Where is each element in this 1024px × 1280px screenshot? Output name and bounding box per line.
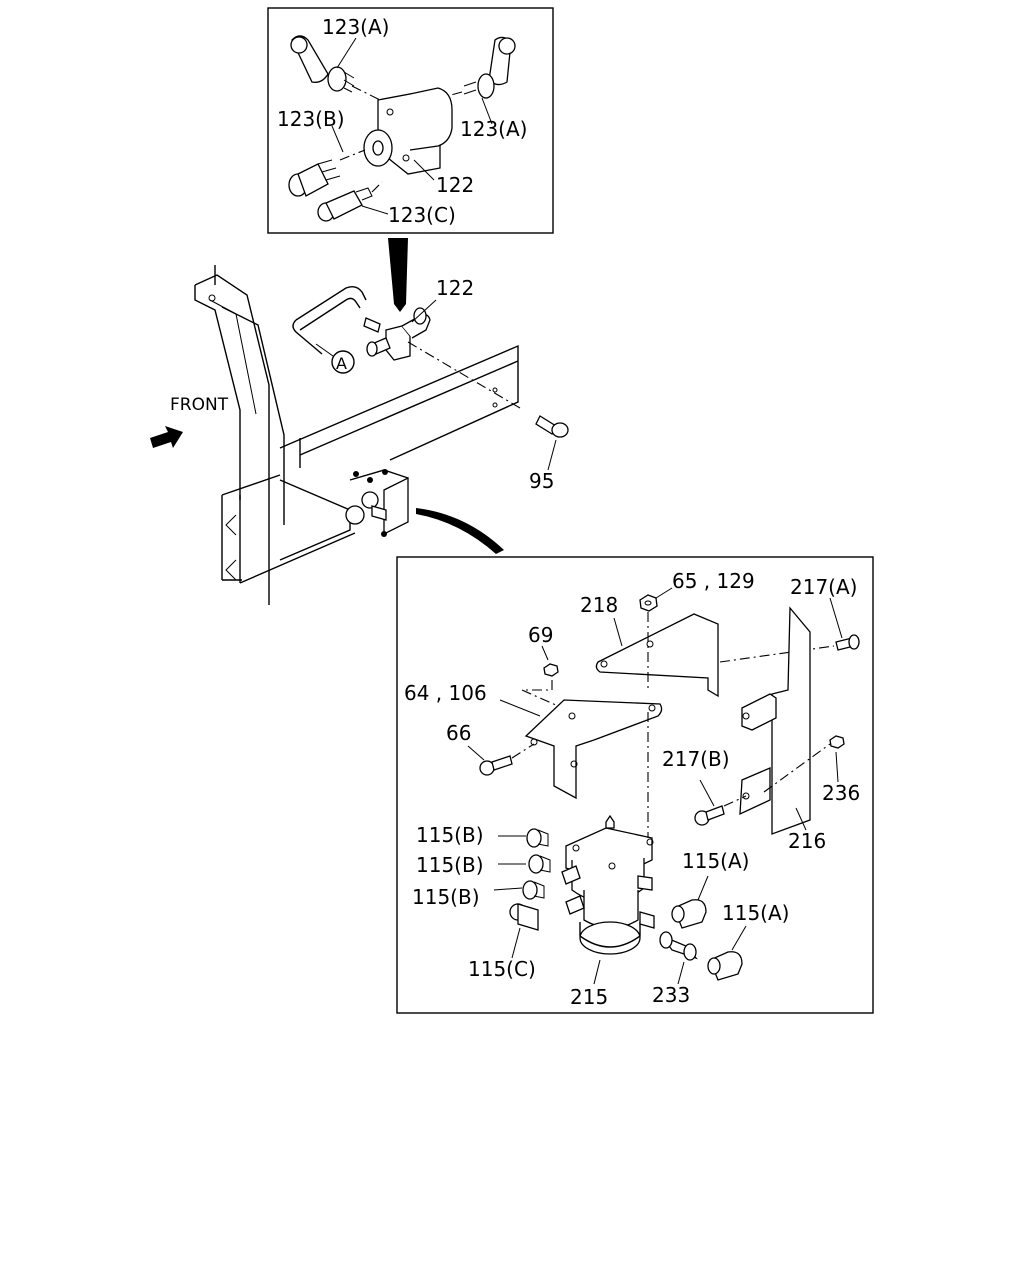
part-115b-fitting-1 (526, 828, 549, 848)
label-115c: 115(C) (468, 957, 536, 981)
label-123b: 123(B) (277, 107, 345, 131)
part-215-valve (561, 814, 655, 955)
label-218: 218 (580, 593, 618, 617)
label-236: 236 (822, 781, 860, 805)
part-115a-fitting-2 (707, 951, 743, 981)
label-65-129: 65 , 129 (672, 569, 755, 593)
label-217a: 217(A) (790, 575, 857, 599)
part-233-fitting (659, 931, 698, 961)
part-69-nut (543, 663, 559, 677)
part-115b-fitting-3 (522, 880, 545, 900)
label-123c: 123(C) (388, 203, 456, 227)
part-217b-bolt (694, 805, 725, 826)
label-69: 69 (528, 623, 553, 647)
part-64-106-bracket (524, 699, 663, 800)
bottom-inset-detail: 65 , 129 217(A) 218 69 64 , 106 66 217(B… (396, 556, 874, 1014)
label-64-106: 64 , 106 (404, 681, 487, 705)
label-122-inset: 122 (436, 173, 474, 197)
label-215: 215 (570, 985, 608, 1009)
part-123a-left (290, 35, 381, 101)
part-95-bolt (535, 415, 569, 438)
label-217b: 217(B) (662, 747, 730, 771)
part-66-bolt (479, 755, 513, 776)
part-65-129-nut (639, 594, 658, 612)
label-216: 216 (788, 829, 826, 853)
label-115a-2: 115(A) (722, 901, 789, 925)
pointer-arrow-top (388, 238, 408, 312)
part-123b-nipple (288, 149, 366, 197)
part-123c-fitting (317, 181, 383, 222)
part-217a-bolt (835, 634, 860, 651)
relay-valve-on-frame (345, 469, 409, 537)
circle-a-letter: A (336, 354, 347, 373)
label-115b-2: 115(B) (416, 853, 484, 877)
part-216-bracket (739, 606, 811, 835)
label-122-main: 122 (436, 276, 474, 300)
top-inset-detail: 123(A) 123(B) 123(A) 122 123(C) (267, 7, 554, 234)
label-123a-right: 123(A) (460, 117, 527, 141)
label-233: 233 (652, 983, 690, 1007)
part-218-bracket (595, 613, 719, 698)
part-115c-fitting (509, 903, 539, 931)
part-123a-right (439, 36, 516, 99)
part-122-on-frame (363, 307, 431, 361)
reference-circle-a: A (315, 343, 355, 374)
front-arrow-icon (150, 426, 183, 448)
main-frame-assembly: A FRONT 122 95 (150, 265, 569, 605)
label-66: 66 (446, 721, 471, 745)
label-95: 95 (529, 469, 554, 493)
label-115a-1: 115(A) (682, 849, 749, 873)
label-115b-1: 115(B) (416, 823, 484, 847)
part-122-valve-body (363, 87, 453, 175)
pointer-arrow-bottom (416, 508, 504, 554)
label-115b-3: 115(B) (412, 885, 480, 909)
part-236-nut (829, 735, 845, 749)
part-115b-fitting-2 (528, 854, 551, 874)
label-123a-top: 123(A) (322, 15, 389, 39)
part-115a-fitting-1 (671, 899, 707, 929)
front-label: FRONT (170, 395, 229, 415)
front-direction-indicator: FRONT (150, 395, 229, 448)
